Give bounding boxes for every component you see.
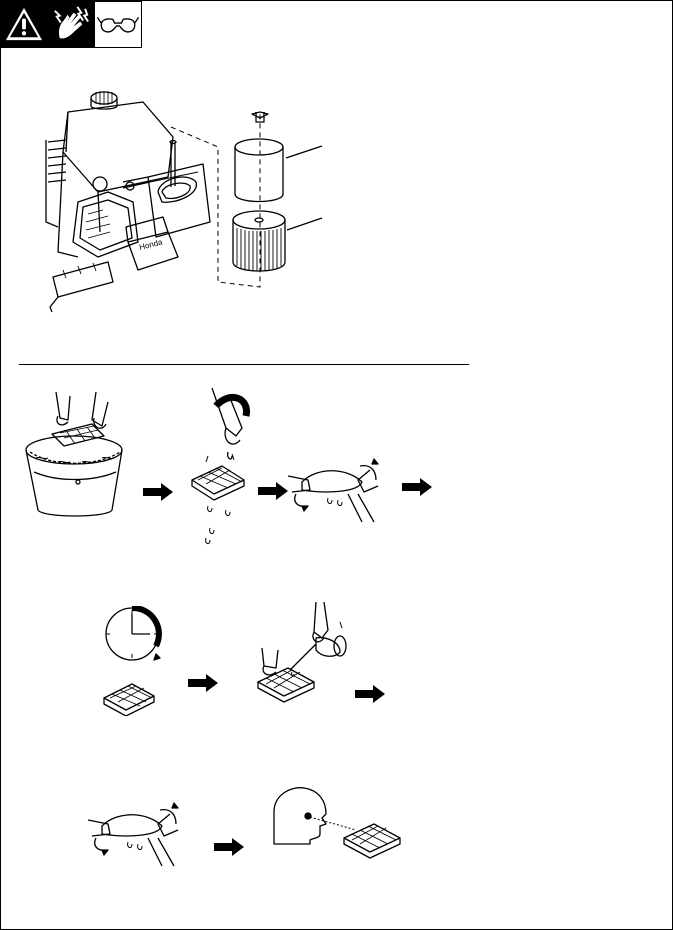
squeeze-step-illustration: [288, 458, 379, 523]
engine-air-filter-illustration: Honda: [45, 91, 323, 313]
wash-step-illustration: [25, 392, 123, 517]
air-dry-step-illustration: [103, 606, 162, 716]
next-step-arrow-icon: [143, 483, 173, 501]
next-step-arrow-icon: [258, 482, 288, 500]
next-step-arrow-icon: [402, 478, 432, 496]
rinse-step-illustration: [191, 388, 250, 545]
next-step-arrow-icon: [355, 685, 385, 703]
engine-brand-label: Honda: [138, 237, 164, 252]
warning-triangle-icon: [1, 1, 48, 48]
next-step-arrow-icon: [214, 838, 244, 856]
section-divider: [19, 364, 469, 365]
safety-glasses-icon: [95, 1, 142, 48]
next-step-arrow-icon: [188, 674, 218, 692]
apply-oil-step-illustration: [257, 602, 347, 703]
hot-parts-hand-icon: [48, 1, 95, 48]
squeeze-oil-step-illustration: [88, 802, 179, 867]
inspect-step-illustration: [273, 787, 401, 859]
